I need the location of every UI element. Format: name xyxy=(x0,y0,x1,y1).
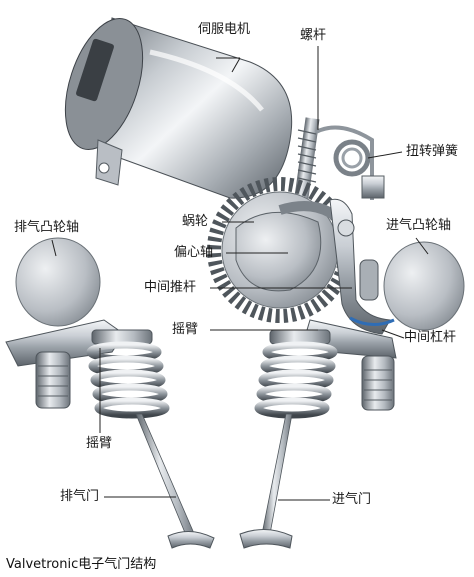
label-intake-camshaft: 进气凸轮轴 xyxy=(386,218,452,233)
label-intake-valve: 进气门 xyxy=(332,492,372,507)
exhaust-valve-assembly xyxy=(86,329,215,549)
screw-rod xyxy=(294,117,320,199)
torsion-spring xyxy=(315,125,385,200)
intermediate-lever xyxy=(329,198,395,335)
label-worm-gear: 蜗轮 xyxy=(182,214,209,229)
exhaust-camshaft xyxy=(15,237,101,327)
leader-lines xyxy=(51,46,429,501)
label-exhaust-camshaft: 排气凸轮轴 xyxy=(14,220,80,235)
intake-valve-assembly xyxy=(239,329,338,549)
label-rocker-arm-left: 摇臂 xyxy=(86,436,113,451)
label-rocker-arm-center: 摇臂 xyxy=(172,322,199,337)
servo-motor-body xyxy=(64,17,293,199)
intake-camshaft xyxy=(383,241,465,331)
label-exhaust-valve: 排气门 xyxy=(60,489,100,504)
label-intermediate-pushrod: 中间推杆 xyxy=(144,280,197,295)
label-intermediate-lever: 中间杠杆 xyxy=(404,330,457,345)
label-eccentric-shaft: 偏心轴 xyxy=(174,245,214,260)
label-torsion-spring: 扭转弹簧 xyxy=(406,144,459,159)
label-servo-motor: 伺服电机 xyxy=(198,22,251,37)
figure-caption: Valvetronic电子气门结构 xyxy=(6,557,157,572)
label-screw-rod: 螺杆 xyxy=(300,28,327,43)
